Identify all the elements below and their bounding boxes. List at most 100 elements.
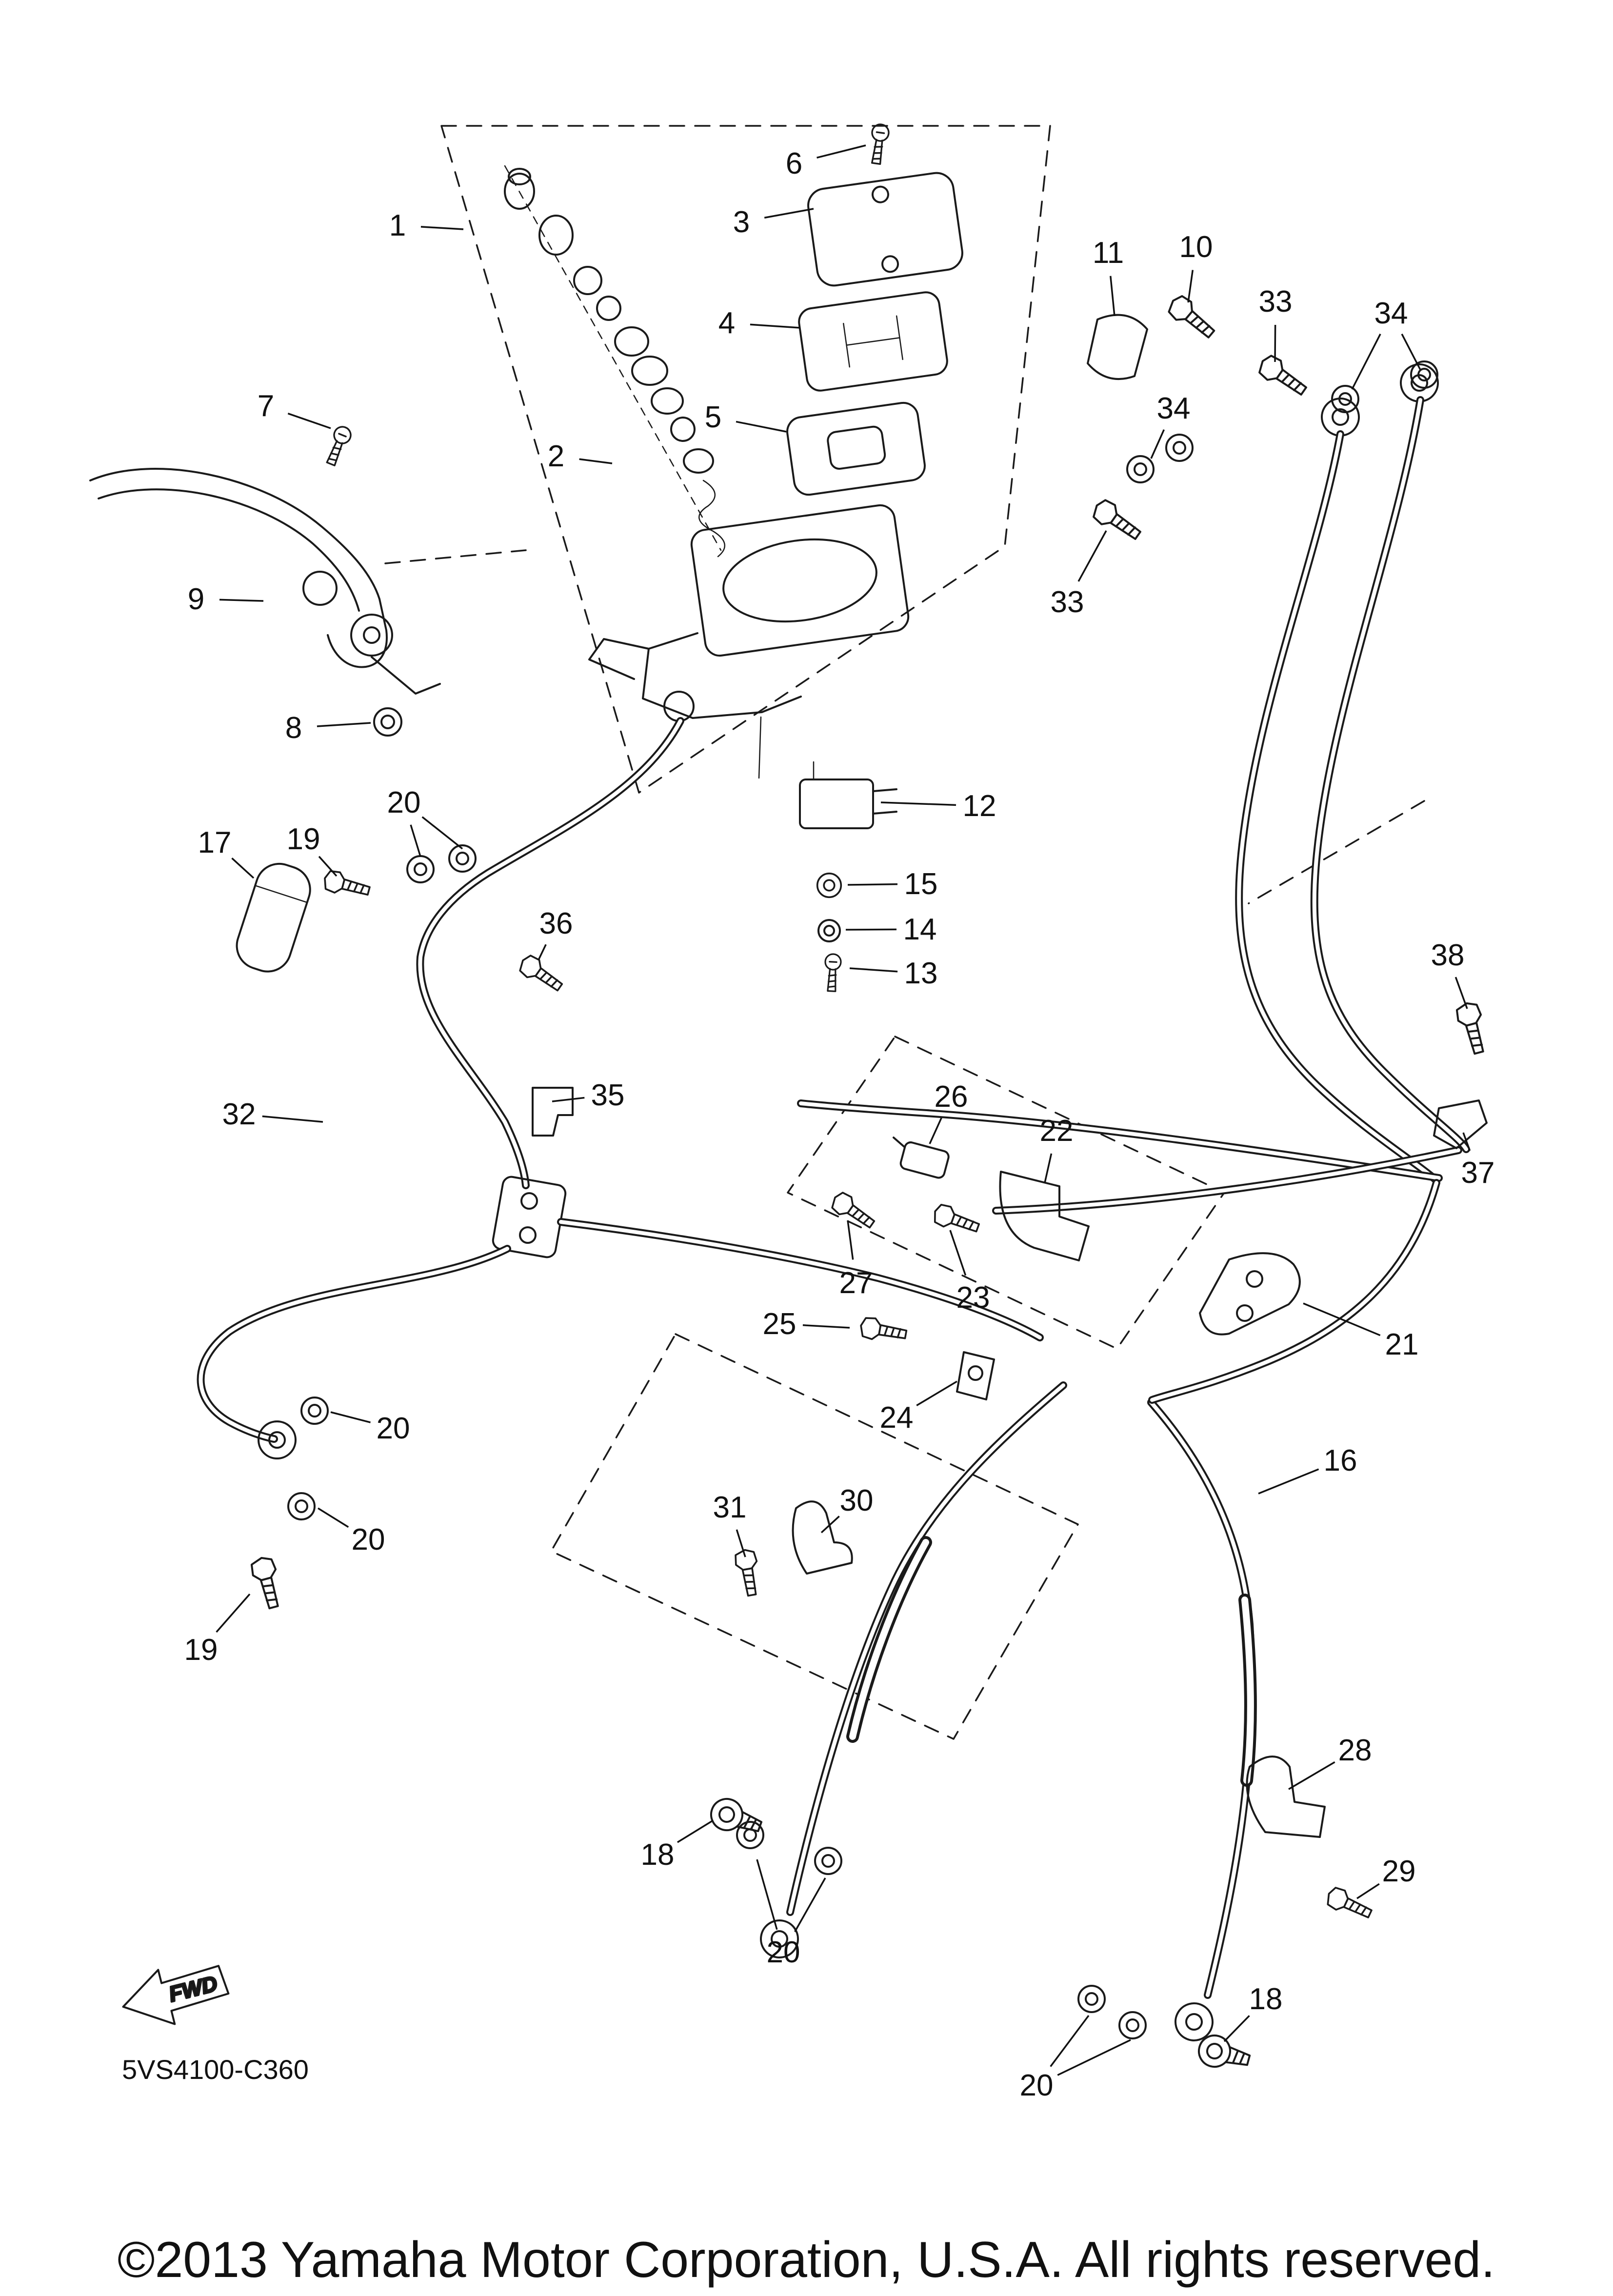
callout-leader-19 bbox=[216, 1593, 251, 1633]
callout-leader-20 bbox=[756, 1859, 778, 1930]
callout-26: 26 bbox=[935, 1080, 968, 1114]
callout-30: 30 bbox=[840, 1484, 874, 1517]
callout-29: 29 bbox=[1382, 1855, 1416, 1888]
dashed-boundary-master-cylinder-kit bbox=[440, 125, 1051, 794]
hose-clamp-11 bbox=[1087, 314, 1148, 380]
clamp-bolt-10 bbox=[1164, 291, 1220, 344]
bracket-21 bbox=[1199, 1252, 1301, 1336]
diagonal-hose-b bbox=[992, 1146, 1462, 1215]
crossover-hose bbox=[557, 1218, 1044, 1341]
fwd-arrow: FWD bbox=[122, 1965, 230, 2025]
callout-37: 37 bbox=[1461, 1156, 1495, 1190]
dashed-leader-lever-group bbox=[384, 549, 527, 564]
callout-8: 8 bbox=[285, 711, 302, 745]
callout-38: 38 bbox=[1431, 938, 1465, 972]
callout-leader-16 bbox=[1258, 1468, 1319, 1495]
piston-kit bbox=[504, 165, 726, 558]
callout-5: 5 bbox=[705, 400, 721, 434]
callout-leader-24 bbox=[916, 1380, 957, 1406]
switch-washer bbox=[816, 872, 842, 898]
right-brake-hose-b bbox=[1310, 396, 1470, 1153]
diagram-code: 5VS4100-C360 bbox=[122, 2054, 309, 2085]
hose-boot bbox=[236, 862, 311, 973]
callout-leader-23 bbox=[949, 1230, 967, 1276]
callout-leader-20 bbox=[1050, 2015, 1090, 2067]
callout-leader-8 bbox=[317, 722, 371, 727]
callout-leader-2 bbox=[579, 458, 613, 464]
callout-leader-13 bbox=[849, 967, 898, 973]
callout-33: 33 bbox=[1051, 585, 1084, 619]
hose-clamp-35 bbox=[532, 1087, 574, 1137]
callout-19: 19 bbox=[287, 822, 320, 856]
hose-clamp-37 bbox=[1433, 1099, 1488, 1149]
callout-leader-27 bbox=[847, 1220, 854, 1260]
lower-center-boot bbox=[846, 1536, 932, 1743]
master-cylinder-body bbox=[588, 504, 910, 779]
brake-switch bbox=[799, 761, 897, 829]
washer bbox=[287, 1492, 316, 1520]
hose-joint bbox=[492, 1176, 567, 1258]
bend-connector-hose bbox=[1148, 1179, 1440, 1404]
callout-leader-31 bbox=[736, 1529, 746, 1557]
callout-leader-20 bbox=[1057, 2039, 1131, 2076]
callout-10: 10 bbox=[1179, 230, 1213, 264]
lever-pivot-bolt bbox=[322, 423, 354, 468]
callout-18: 18 bbox=[641, 1838, 675, 1872]
dashed-boundary-lower-clamp-group bbox=[550, 1333, 1079, 1740]
washer bbox=[1118, 2011, 1147, 2039]
callout-21: 21 bbox=[1385, 1328, 1419, 1361]
callout-leader-9 bbox=[219, 599, 264, 602]
callout-leader-34 bbox=[1150, 429, 1165, 459]
callout-layer: 1234567891011121314151617181819192020202… bbox=[184, 144, 1495, 2102]
union-bolt bbox=[248, 1554, 286, 1612]
callout-leader-6 bbox=[816, 144, 866, 159]
washer bbox=[448, 844, 477, 873]
callout-leader-3 bbox=[764, 208, 814, 219]
callout-leader-21 bbox=[1303, 1302, 1381, 1337]
pivot-nut bbox=[373, 707, 402, 737]
clamp-26 bbox=[893, 1137, 950, 1179]
callout-leader-20 bbox=[330, 1411, 371, 1423]
callout-leader-7 bbox=[287, 413, 331, 429]
bracket-bolt-27 bbox=[827, 1188, 879, 1234]
washer bbox=[406, 855, 435, 883]
banjo-eye bbox=[1170, 1998, 1218, 2046]
callout-20: 20 bbox=[387, 786, 421, 819]
clamp-bolt-38 bbox=[1453, 999, 1492, 1057]
callout-leader-20 bbox=[421, 816, 463, 850]
callout-leader-34 bbox=[1401, 333, 1421, 370]
diaphragm-plate bbox=[798, 291, 948, 392]
callout-35: 35 bbox=[591, 1078, 625, 1112]
callout-leader-20 bbox=[794, 1877, 826, 1933]
switch-screw bbox=[823, 953, 842, 993]
callout-leader-17 bbox=[231, 858, 255, 879]
callout-leader-37 bbox=[1462, 1132, 1471, 1151]
callout-leader-33 bbox=[1077, 530, 1107, 582]
callout-31: 31 bbox=[713, 1491, 747, 1524]
cap-screw bbox=[867, 122, 891, 166]
callout-20: 20 bbox=[377, 1412, 410, 1445]
callout-leader-32 bbox=[262, 1115, 323, 1123]
callout-leader-29 bbox=[1356, 1883, 1380, 1899]
reservoir-cap bbox=[807, 172, 963, 287]
washer bbox=[1077, 1985, 1106, 2013]
lower-center-hose bbox=[786, 1381, 1067, 1916]
washer bbox=[814, 1847, 842, 1875]
brake-lever bbox=[89, 468, 441, 695]
callout-leader-10 bbox=[1187, 270, 1194, 303]
callout-leader-11 bbox=[1110, 276, 1115, 317]
callout-28: 28 bbox=[1338, 1734, 1372, 1767]
callout-20: 20 bbox=[1020, 2069, 1054, 2102]
callout-14: 14 bbox=[903, 913, 937, 946]
callout-9: 9 bbox=[188, 582, 204, 616]
callout-36: 36 bbox=[539, 907, 573, 940]
callout-20: 20 bbox=[352, 1523, 385, 1557]
callout-7: 7 bbox=[258, 389, 274, 423]
washer-34 bbox=[1165, 434, 1194, 462]
callout-leader-4 bbox=[750, 323, 800, 329]
dashed-construction-line-right bbox=[1248, 800, 1425, 904]
callout-leader-5 bbox=[736, 420, 787, 433]
callout-leader-36 bbox=[538, 944, 547, 960]
callout-13: 13 bbox=[904, 957, 938, 990]
